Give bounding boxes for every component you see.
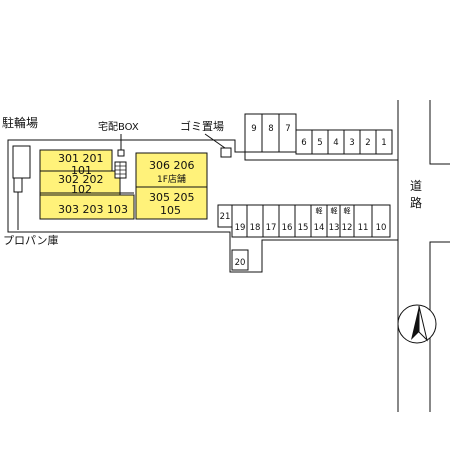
unit-1f-store: 1F店舗 (157, 173, 186, 185)
unit-302-202: 302 202 (58, 173, 104, 186)
parking-10: 10 (376, 223, 387, 233)
parking-2: 2 (365, 138, 370, 148)
parking-slot-21-box (217, 204, 233, 228)
unit-101: 101 (71, 164, 92, 177)
north-arrow-icon (397, 304, 437, 344)
bicycle-parking-label: 駐輪場 (2, 115, 38, 130)
staircase-icon (114, 161, 127, 179)
bicycle-parking-area (12, 145, 31, 179)
unit-102: 102 (71, 183, 92, 196)
unit-301-201: 301 201 (58, 152, 104, 165)
parking-13: 13 (329, 223, 340, 233)
building-left-mid (39, 170, 121, 196)
unit-306-206: 306 206 (149, 159, 195, 172)
garbage-pointer (204, 133, 226, 149)
road-edge-right-upper (429, 100, 450, 165)
parking-9: 9 (251, 124, 256, 134)
building-right-top (135, 152, 208, 188)
parking-bottom-group (231, 204, 391, 238)
garbage-area-box (220, 147, 232, 158)
parking-4: 4 (333, 138, 338, 148)
unit-105: 105 (160, 204, 181, 217)
road-label-1: 道 (410, 179, 422, 193)
parking-slot-20-box (231, 249, 249, 271)
delivery-box-label: 宅配BOX (98, 120, 139, 133)
road-label-2: 路 (410, 195, 422, 210)
parking-21: 21 (220, 212, 231, 222)
parking-11: 11 (358, 223, 369, 233)
kei-marker-12: 軽 (344, 206, 351, 215)
parking-6: 6 (301, 138, 306, 148)
road-edge-right-lower (429, 241, 450, 412)
parking-20: 20 (235, 258, 246, 268)
parking-7: 7 (285, 124, 290, 134)
parking-15: 15 (298, 223, 309, 233)
propane-storage-label: プロパン庫 (3, 233, 59, 247)
building-right-bottom (135, 186, 208, 220)
parking-8: 8 (268, 124, 273, 134)
building-left-bottom (39, 194, 135, 220)
parking-1: 1 (381, 138, 386, 148)
parking-top-left-group (244, 113, 297, 153)
unit-305-205: 305 205 (149, 191, 195, 204)
parking-12: 12 (342, 223, 353, 233)
delivery-box (117, 149, 125, 157)
parking-5: 5 (317, 138, 322, 148)
parking-14: 14 (314, 223, 325, 233)
kei-marker-14: 軽 (316, 206, 323, 215)
parking-3: 3 (349, 138, 354, 148)
kei-marker-13: 軽 (331, 206, 338, 215)
parking-16: 16 (282, 223, 293, 233)
parking-18: 18 (250, 223, 261, 233)
parking-top-right-group (295, 129, 393, 155)
garbage-area-label: ゴミ置場 (180, 119, 224, 133)
parking-19: 19 (235, 223, 246, 233)
parking-17: 17 (266, 223, 277, 233)
propane-storage-box (13, 177, 23, 193)
unit-303-203-103: 303 203 103 (58, 203, 128, 216)
